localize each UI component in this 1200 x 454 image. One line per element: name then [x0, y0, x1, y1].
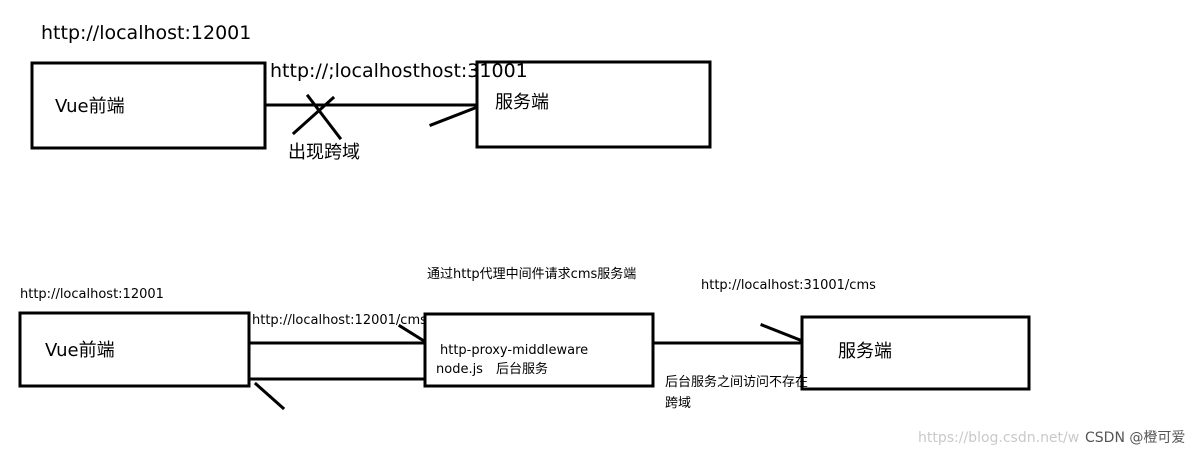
top-client-url: http://localhost:12001: [41, 22, 252, 44]
proxy-note: 通过http代理中间件请求cms服务端: [427, 267, 637, 282]
proxy-box-line1: http-proxy-middleware: [440, 343, 589, 358]
proxy-request-url: http://localhost:12001/cms: [252, 313, 427, 328]
watermark-brand: CSDN @橙可爱: [1085, 430, 1186, 446]
top-request-url: http://;localhosthost:31001: [270, 60, 528, 82]
top-request-arrowhead: [429, 106, 477, 127]
proxy-request-arrowhead: [397, 323, 427, 344]
watermark-url: https://blog.csdn.net/w: [918, 430, 1080, 446]
no-cors-note-line2: 跨域: [665, 396, 692, 411]
server-request-arrowhead: [760, 323, 802, 342]
top-client-box-label: Vue前端: [55, 96, 125, 117]
top-server-box-label: 服务端: [495, 92, 549, 113]
proxy-response-arrowhead: [253, 381, 286, 411]
no-cors-note-line1: 后台服务之间访问不存在: [665, 375, 809, 390]
blocked-cross-mark-a: [305, 93, 343, 141]
bottom-server-box: [800, 315, 1031, 391]
server-request-url: http://localhost:31001/cms: [701, 278, 876, 293]
bottom-server-box-label: 服务端: [838, 341, 892, 362]
bottom-client-box-label: Vue前端: [45, 340, 115, 361]
bottom-client-box: [18, 311, 251, 388]
proxy-box-line2: node.js 后台服务: [436, 362, 548, 377]
cross-origin-note: 出现跨域: [288, 142, 360, 163]
bottom-client-url: http://localhost:12001: [20, 287, 164, 302]
proxy-box: [423, 312, 655, 388]
blocked-cross-mark-b: [291, 95, 336, 136]
